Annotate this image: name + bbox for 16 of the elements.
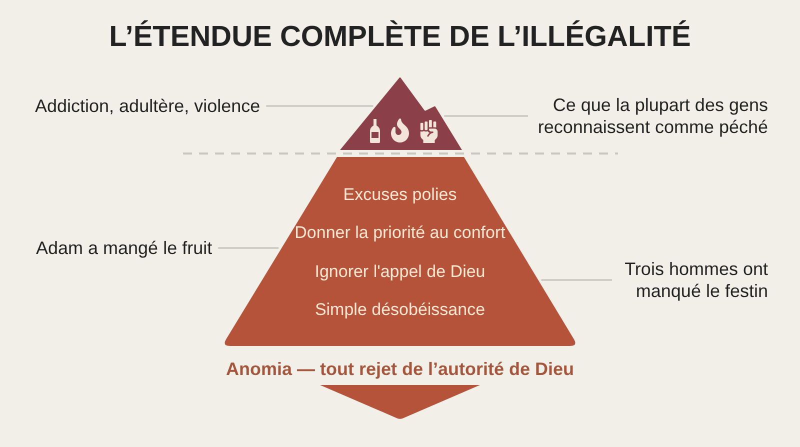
base-caption: Anomia — tout rejet de l’autorité de Dieu: [226, 358, 574, 381]
callout-text: Adam a mangé le fruit: [36, 237, 212, 259]
callout-text: Addiction, adultère, violence: [35, 95, 260, 117]
leader-line: [266, 105, 374, 107]
layer-label: Simple désobéissance: [314, 299, 486, 321]
leader-line: [218, 247, 279, 249]
callout-text: Ce que la plupart des gens reconnaissent comme péché: [534, 94, 768, 138]
title: L’ÉTENDUE COMPLÈTE DE L’ILLÉGALITÉ: [109, 20, 691, 54]
layer-label: Donner la priorité au confort: [294, 222, 506, 244]
leader-line: [541, 279, 612, 281]
leader-line: [444, 115, 528, 117]
iceberg-base: [222, 157, 578, 346]
iceberg-tip: [340, 77, 462, 150]
callout-text: Trois hommes ont manqué le festin: [618, 258, 768, 302]
layer-label: Ignorer l'appel de Dieu: [314, 261, 486, 283]
layer-label: Excuses polies: [343, 184, 457, 206]
